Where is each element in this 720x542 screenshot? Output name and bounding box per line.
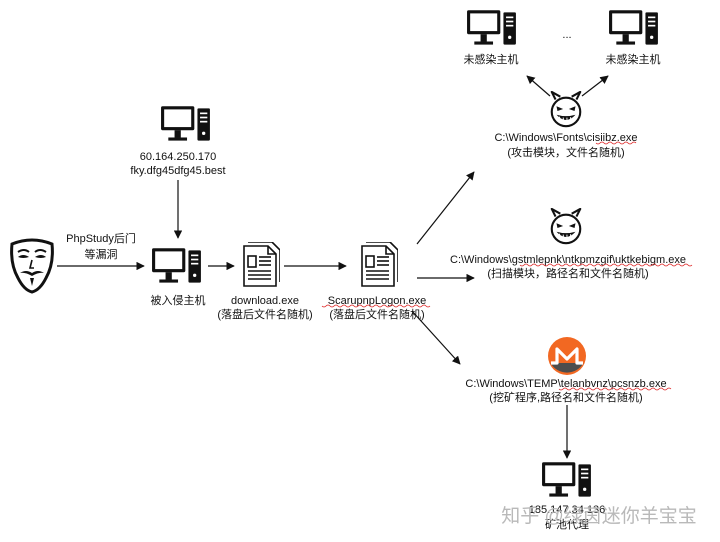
download-exe-note: (落盘后文件名随机) [217, 307, 312, 321]
uninfected-host-2-node: 未感染主机 [606, 10, 661, 66]
download-exe-name: download.exe [231, 295, 299, 307]
edges [57, 75, 609, 459]
attack-vector-label-line1: PhpStudy后门 [66, 231, 136, 245]
attack-module-node: C:\Windows\Fonts\cisiibz.exe (攻击模块，文件名随机… [494, 91, 638, 159]
computer-icon [609, 10, 658, 45]
miner-path: C:\Windows\TEMP\telanbvnz\pcsnzb.exe [465, 378, 666, 390]
scarupnplogon-exe-name: ScarupnpLogon.exe [328, 295, 426, 307]
devil-face-icon [550, 208, 582, 245]
document-icon [243, 242, 280, 287]
c2-server-node: 60.164.250.170 fky.dfg45dfg45.best [130, 106, 226, 177]
miner-note: (挖矿程序,路径名和文件名随机) [489, 390, 642, 404]
document-icon [361, 242, 398, 287]
scan-module-path: C:\Windows\gstmlepnk\ntkpmzgif\ukt­kebig… [450, 254, 686, 266]
edge-attack-to-uninfected-1 [526, 75, 551, 97]
victim-host-node: 被入侵主机 [151, 248, 206, 307]
attack-vector-label-line2: 等漏洞 [85, 247, 118, 261]
download-exe-node: download.exe (落盘后文件名随机) [217, 242, 313, 321]
computer-icon [161, 106, 210, 141]
miner-node: C:\Windows\TEMP\telanbvnz\pcsnzb.exe (挖矿… [465, 336, 672, 404]
victim-host-label: 被入侵主机 [151, 293, 206, 307]
edge-scarup-to-miner [411, 310, 461, 365]
anonymous-mask-icon [10, 238, 54, 294]
computer-icon [152, 248, 201, 283]
scarupnplogon-exe-node: ScarupnpLogon.exe (落盘后文件名随机) [321, 242, 431, 321]
uninfected-host-2-label: 未感染主机 [606, 52, 661, 66]
scan-module-node: C:\Windows\gstmlepnk\ntkpmzgif\ukt­kebig… [450, 208, 693, 280]
scan-module-note: (扫描模块，路径名和文件名随机) [487, 266, 648, 280]
attack-module-note: (攻击模块，文件名随机) [507, 145, 624, 159]
uninfected-host-1-label: 未感染主机 [464, 52, 519, 66]
devil-face-icon [550, 91, 582, 128]
computer-icon [542, 462, 591, 497]
watermark: 知乎 @绿茵迷你羊宝宝 [501, 505, 697, 527]
attacker-node: PhpStudy后门 等漏洞 [10, 231, 136, 294]
monero-logo-icon [547, 336, 587, 376]
c2-server-ip: 60.164.250.170 [140, 151, 216, 163]
pool-proxy-label: 矿池代理 [545, 518, 589, 531]
attack-module-path: C:\Windows\Fonts\cisiibz.exe [494, 132, 637, 144]
computer-icon [467, 10, 516, 45]
edge-scarup-to-attack-module [416, 171, 475, 245]
pool-proxy-ip: 185.147.34.136 [529, 504, 605, 516]
uninfected-host-1-node: 未感染主机 [464, 10, 519, 66]
scarupnplogon-exe-note: (落盘后文件名随机) [329, 307, 424, 321]
edge-attack-to-uninfected-2 [581, 75, 609, 97]
c2-server-domain: fky.dfg45dfg45.best [130, 165, 225, 177]
more-hosts-ellipsis: ... [562, 29, 571, 41]
pool-proxy-node: 185.147.34.136 矿池代理 [529, 462, 605, 531]
